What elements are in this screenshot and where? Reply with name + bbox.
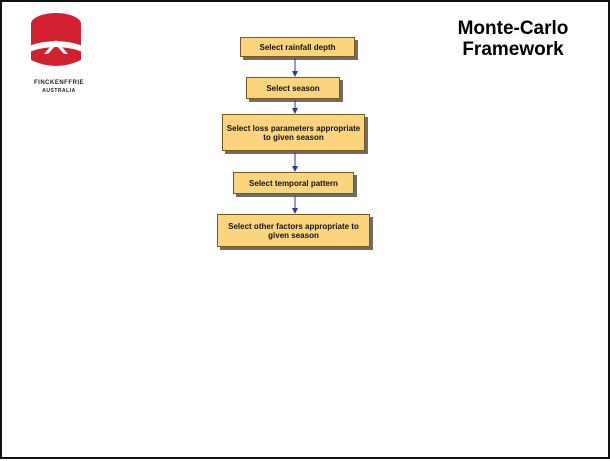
company-logo: FINCKENFFRIE AUSTRALIA <box>10 10 102 94</box>
slide-title-line-2: Framework <box>462 39 564 60</box>
logo-mark-icon <box>29 13 83 66</box>
flow-step-other-factors: Select other factors appropriate to give… <box>217 214 370 247</box>
slide-title: Monte-Carlo Framework <box>438 18 588 60</box>
slide-title-line-1: Monte-Carlo <box>457 18 569 39</box>
logo-subtitle: AUSTRALIA <box>42 88 76 94</box>
flow-step-season: Select season <box>246 77 340 99</box>
logo-name: FINCKENFFRIE <box>34 80 84 86</box>
flow-step-rainfall-depth: Select rainfall depth <box>240 37 355 57</box>
flow-step-loss-parameters: Select loss parameters appropriate to gi… <box>222 114 365 151</box>
flow-step-temporal-pattern: Select temporal pattern <box>233 172 354 194</box>
